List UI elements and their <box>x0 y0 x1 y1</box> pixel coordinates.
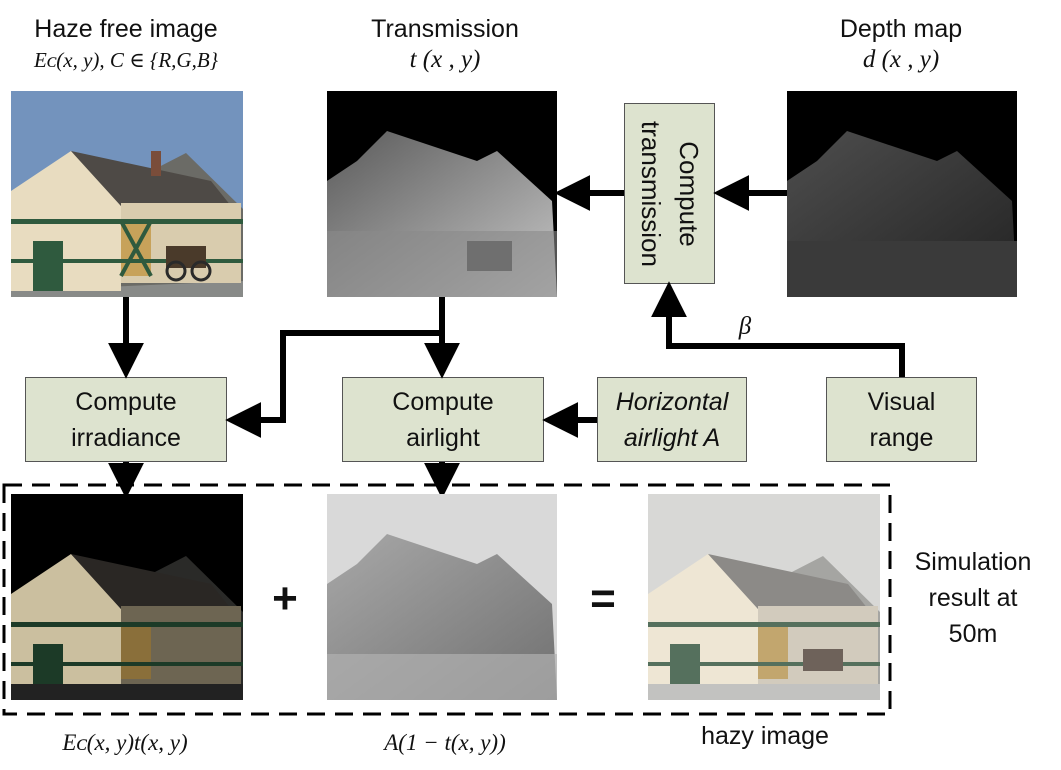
transmission-title: Transmission <box>371 15 519 43</box>
airlight-formula: A(1 − t(x, y)) <box>384 730 506 755</box>
horizontal-airlight-box: Horizontal airlight A <box>597 377 747 462</box>
irradiance-image <box>11 494 243 700</box>
plus-operator: + <box>272 574 298 623</box>
depth-map-formula: d (x , y) <box>862 46 940 73</box>
compute-transmission-label: Compute transmission <box>635 120 704 267</box>
irradiance-formula: Eᴄ(x, y)t(x, y) <box>62 730 188 755</box>
horizontal-airlight-label: Horizontal airlight A <box>615 387 729 452</box>
beta-label: β <box>738 313 752 340</box>
haze-free-formula: Eᴄ(x, y), C ∈ {R,G,B} <box>33 48 219 72</box>
compute-irradiance-label: Compute irradiance <box>71 387 181 452</box>
depth-map-title: Depth map <box>839 15 963 43</box>
compute-airlight-box: Compute airlight <box>342 377 544 462</box>
arrow-visual-range-beta <box>651 281 905 377</box>
simulation-note: Simulation result at 50m <box>914 548 1032 648</box>
depth-map-image <box>787 91 1017 297</box>
visual-range-box: Visual range <box>826 377 977 462</box>
haze-free-title: Haze free image <box>34 15 218 43</box>
airlight-image <box>327 494 557 700</box>
equals-operator: = <box>590 574 616 623</box>
compute-transmission-box: Compute transmission <box>624 103 715 284</box>
hazy-image-caption: hazy image <box>701 722 829 750</box>
compute-irradiance-box: Compute irradiance <box>25 377 227 462</box>
haze-free-image <box>11 91 243 297</box>
transmission-formula: t (x , y) <box>409 46 481 73</box>
hazy-image <box>648 494 880 700</box>
compute-airlight-label: Compute airlight <box>392 387 494 452</box>
visual-range-label: Visual range <box>867 387 936 452</box>
transmission-image <box>327 91 557 297</box>
